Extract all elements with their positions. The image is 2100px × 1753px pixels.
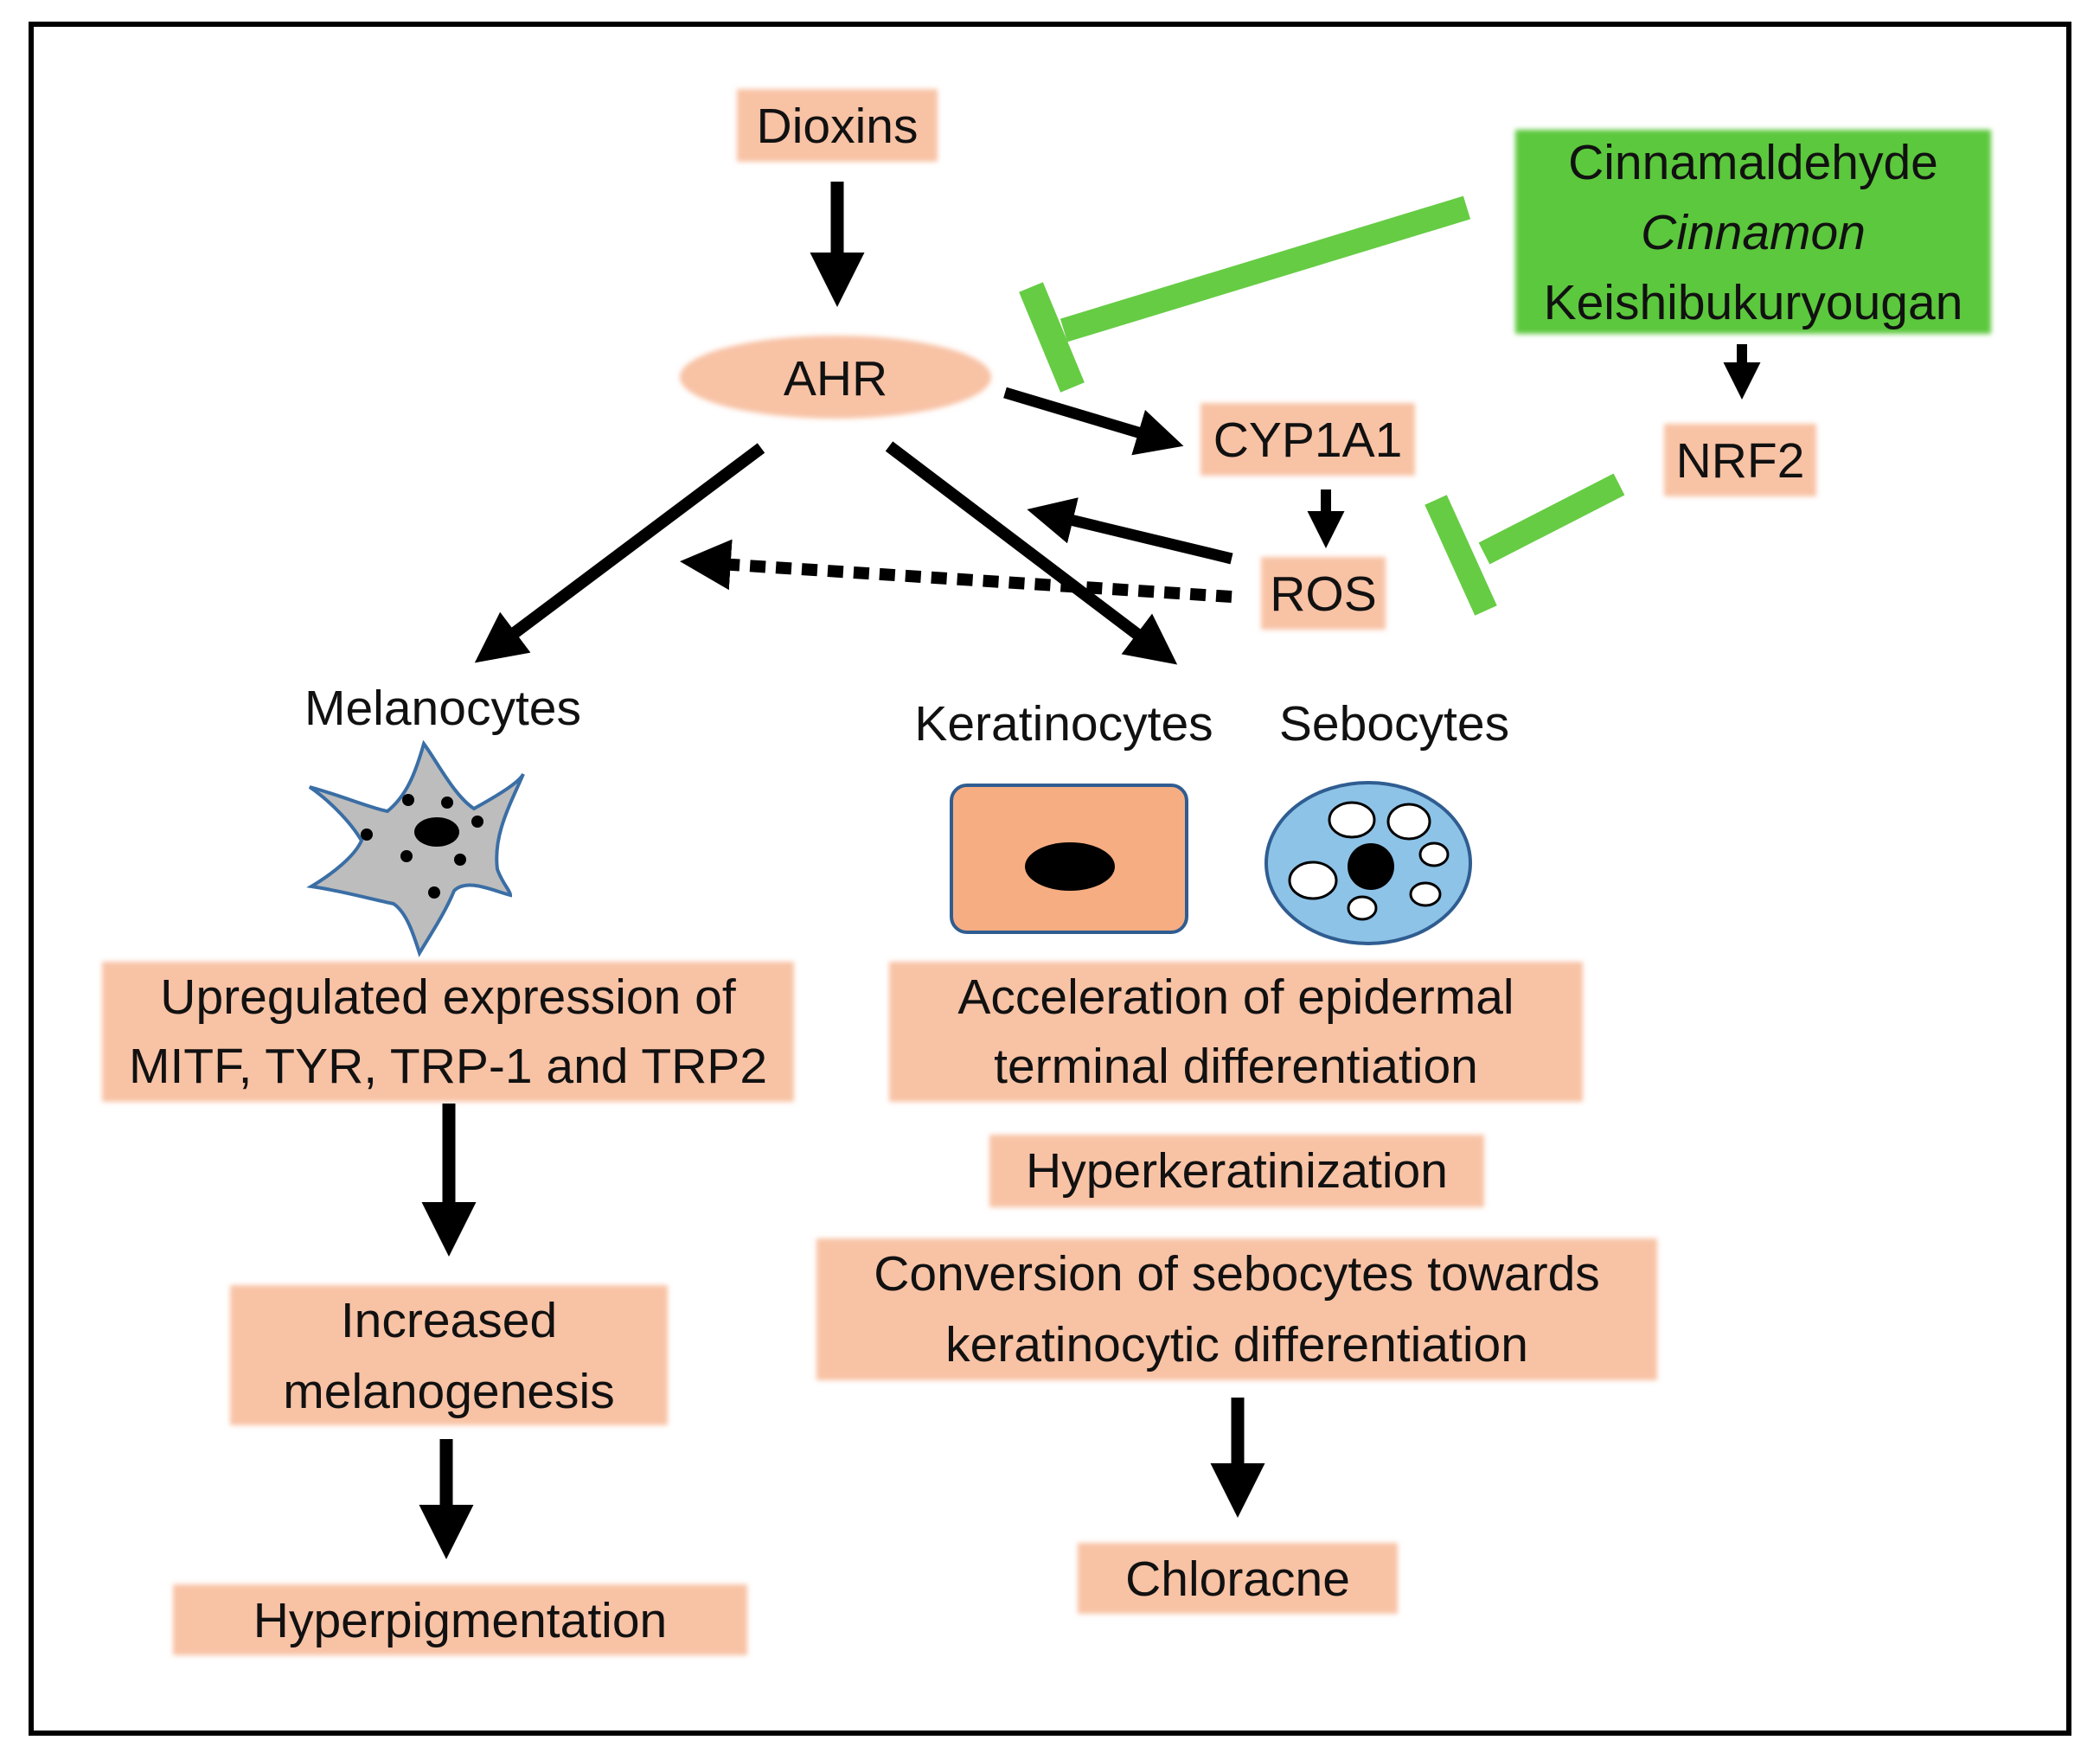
melanocytes-label: Melanocytes (304, 681, 581, 736)
arrow-ros-to-ahr (1027, 497, 1233, 565)
hyperkeratinization-label: Hyperkeratinization (1026, 1143, 1448, 1199)
inhibitor-name-3: Keishibukuryougan (1544, 275, 1963, 330)
cyp1a1-label: CYP1A1 (1213, 413, 1403, 468)
nrf2-label: NRF2 (1676, 433, 1805, 489)
sebocytes-label: Sebocytes (1279, 696, 1509, 752)
dashed-arrow-ros-to-melanocyte-path (680, 539, 1232, 603)
arrow-ahr-to-keratinocytes (885, 441, 1178, 665)
acceleration-line-2: terminal differentiation (994, 1039, 1478, 1094)
ros-label: ROS (1270, 566, 1377, 622)
box-cyp1a1: CYP1A1 (1200, 403, 1415, 476)
conversion-line-1: Conversion of sebocytes towards (874, 1246, 1600, 1302)
box-chloracne: Chloracne (1078, 1543, 1398, 1614)
inhibitor-name-2: Cinnamon (1641, 205, 1866, 260)
figure-frame (29, 22, 2071, 1736)
ahr-label: AHR (784, 351, 887, 406)
box-nrf2: NRF2 (1664, 424, 1816, 496)
box-dioxins: Dioxins (737, 89, 938, 162)
acceleration-line-1: Acceleration of epidermal (957, 969, 1514, 1025)
box-inhibitors: Cinnamaldehyde Cinnamon Keishibukuryouga… (1515, 130, 1991, 334)
conversion-line-2: keratinocytic differentiation (945, 1317, 1528, 1372)
increased-line-2: melanogenesis (283, 1364, 614, 1419)
sebocyte-cell-icon (1264, 781, 1472, 945)
box-increased-melanogenesis: Increased melanogenesis (230, 1285, 668, 1425)
box-hyperpigmentation: Hyperpigmentation (173, 1584, 747, 1655)
upregulated-line-1: Upregulated expression of (160, 969, 736, 1025)
arrow-ahr-to-cyp1a1 (1003, 387, 1184, 456)
box-conversion: Conversion of sebocytes towards keratino… (816, 1238, 1657, 1380)
upregulated-line-2: MITF, TYR, TRP-1 and TRP2 (129, 1039, 767, 1094)
box-ros: ROS (1261, 557, 1386, 630)
dioxins-label: Dioxins (757, 99, 919, 154)
box-upregulated-expression: Upregulated expression of MITF, TYR, TRP… (102, 962, 794, 1102)
box-hyperkeratinization: Hyperkeratinization (989, 1135, 1484, 1207)
inhibition-inhibitors-to-ahr (1019, 195, 1471, 393)
keratinocytes-label: Keratinocytes (914, 696, 1213, 752)
inhibitor-name-1: Cinnamaldehyde (1568, 135, 1938, 190)
ellipse-ahr: AHR (680, 336, 991, 419)
hyperpigmentation-label: Hyperpigmentation (253, 1593, 667, 1648)
chloracne-label: Chloracne (1125, 1551, 1350, 1607)
keratinocyte-cell-icon (950, 784, 1188, 934)
box-acceleration: Acceleration of epidermal terminal diffe… (889, 962, 1583, 1102)
arrow-ahr-to-melanocytes (474, 443, 765, 663)
melanocyte-cell-icon (306, 739, 525, 957)
increased-line-1: Increased (341, 1293, 557, 1348)
inhibition-nrf2-to-ros (1425, 473, 1625, 616)
